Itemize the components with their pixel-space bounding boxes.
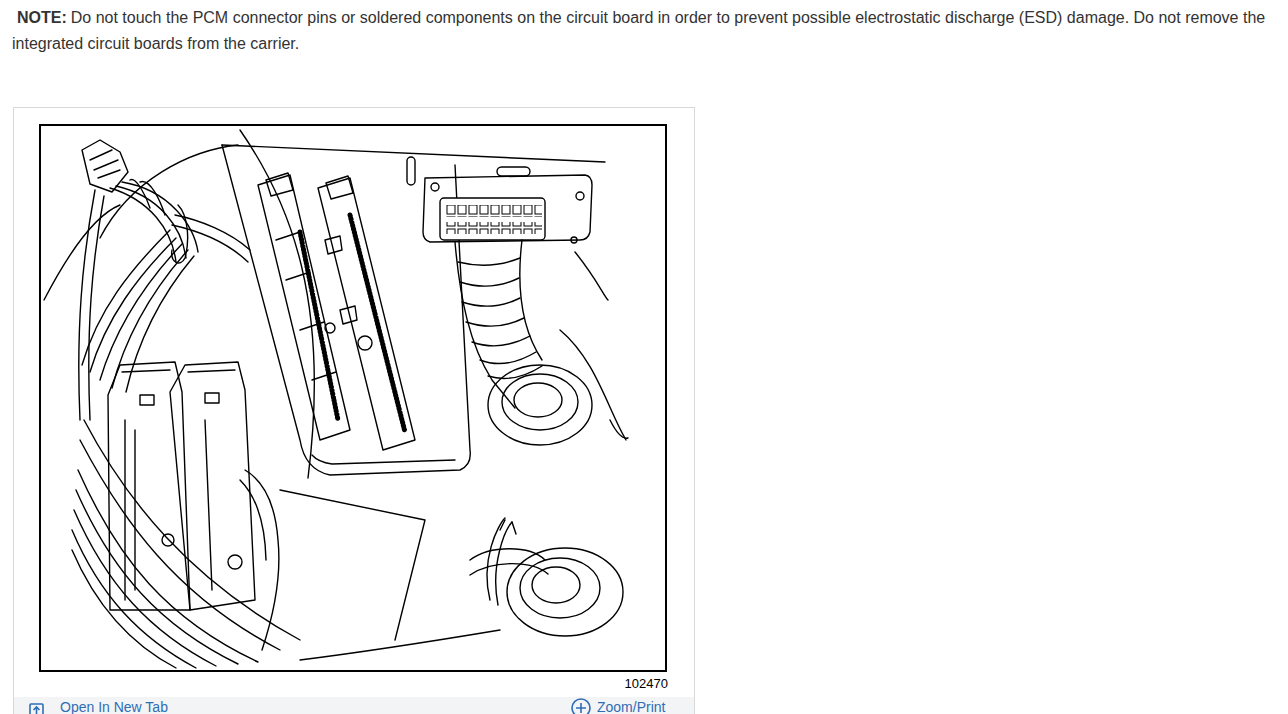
- wiring-drawing: [170, 362, 255, 610]
- wiring-drawing: [44, 130, 628, 668]
- wiring-drawing: [222, 145, 605, 162]
- wiring-drawing: [610, 420, 628, 438]
- wiring-drawing: [446, 205, 542, 217]
- wiring-drawing: [466, 318, 524, 326]
- wiring-drawing: [488, 365, 592, 445]
- wiring-drawing: [497, 167, 530, 176]
- wiring-drawing: [575, 252, 608, 300]
- wiring-drawing: [326, 176, 353, 199]
- wiring-drawing: [507, 548, 623, 636]
- figure-panel: [14, 697, 694, 714]
- wiring-drawing: [44, 205, 120, 300]
- wiring-drawing: [222, 145, 470, 475]
- wiring-drawing: [266, 173, 293, 196]
- wiring-drawing: [472, 336, 530, 346]
- wiring-drawing: [100, 145, 238, 238]
- toolbar-icon: [30, 704, 43, 714]
- wiring-drawing: [108, 362, 190, 610]
- wiring-drawing: [431, 183, 439, 191]
- wiring-drawing: [488, 366, 542, 378]
- wiring-drawing: [423, 175, 592, 242]
- wiring-drawing: [325, 236, 342, 254]
- wiring-drawing: [228, 555, 242, 569]
- wiring-drawing: [571, 237, 577, 243]
- figure-panel: [14, 108, 695, 714]
- wiring-drawing: [440, 198, 545, 240]
- wiring-drawing: [79, 190, 95, 420]
- wiring-drawing: [350, 215, 405, 432]
- wiring-drawing: [446, 222, 542, 234]
- wiring-drawing: [300, 630, 500, 660]
- wiring-drawing: [520, 240, 542, 360]
- wiring-drawing: [140, 182, 165, 215]
- wiring-drawing: [80, 440, 280, 650]
- note-text: Do not touch the PCM connector pins or s…: [12, 9, 1265, 52]
- wiring-drawing: [532, 567, 580, 603]
- wiring-drawing: [140, 395, 154, 405]
- wiring-drawing: [125, 420, 212, 600]
- wiring-drawing: [560, 330, 626, 440]
- wiring-drawing: [407, 157, 415, 185]
- wiring-drawing: [240, 130, 314, 478]
- wiring-drawing: [116, 186, 186, 258]
- wiring-drawing: [89, 196, 104, 420]
- toolbar-icon: [34, 707, 40, 714]
- wiring-drawing: [500, 520, 516, 534]
- toolbar-icon: [30, 699, 590, 714]
- wiring-drawing: [258, 175, 350, 440]
- wiring-drawing: [245, 470, 279, 650]
- note-heading: NOTE:: [17, 9, 67, 26]
- wiring-drawing: [520, 558, 600, 618]
- toolbar-link: Open In New Tab: [60, 700, 168, 714]
- figure-panel: [14, 108, 695, 714]
- wiring-drawing: [300, 232, 338, 420]
- wiring-drawing: [340, 306, 357, 324]
- wiring-drawing: [100, 244, 182, 380]
- wiring-drawing: [205, 393, 219, 403]
- wiring-drawing: [514, 383, 562, 417]
- wiring-drawing: [72, 530, 196, 668]
- wiring-drawing: [74, 510, 216, 666]
- wiring-drawing: [458, 258, 520, 265]
- wiring-drawing: [358, 336, 372, 350]
- figure-panel: [40, 125, 666, 671]
- wiring-drawing: [318, 178, 415, 450]
- wiring-drawing: [312, 455, 455, 464]
- wiring-drawing: [460, 278, 519, 286]
- wiring-drawing: [172, 205, 188, 263]
- note-paragraph: NOTE:Do not touch the PCM connector pins…: [12, 5, 1274, 57]
- wiring-drawing: [462, 298, 520, 306]
- wiring-drawing: [72, 550, 176, 668]
- wiring-drawing: [90, 238, 176, 372]
- wiring-drawing: [76, 490, 238, 664]
- toolbar-icon: [572, 699, 590, 714]
- toolbar-link: Zoom/Print: [597, 700, 665, 714]
- wiring-drawing: [172, 225, 248, 262]
- wiring-drawing: [470, 564, 548, 575]
- wiring-drawing: [280, 490, 425, 640]
- wiring-drawing: [90, 150, 120, 178]
- wiring-drawing: [122, 370, 235, 372]
- wiring-drawing: [82, 140, 128, 192]
- wiring-drawing: [84, 420, 300, 640]
- wiring-drawing: [576, 192, 584, 200]
- wiring-drawing: [502, 374, 578, 430]
- wiring-drawing: [110, 188, 176, 262]
- wiring-drawing: [325, 323, 335, 333]
- figure-number: 102470: [625, 677, 668, 690]
- toolbar-icon: [576, 703, 586, 713]
- wiring-drawing: [480, 352, 536, 364]
- wiring-drawing: [240, 480, 266, 560]
